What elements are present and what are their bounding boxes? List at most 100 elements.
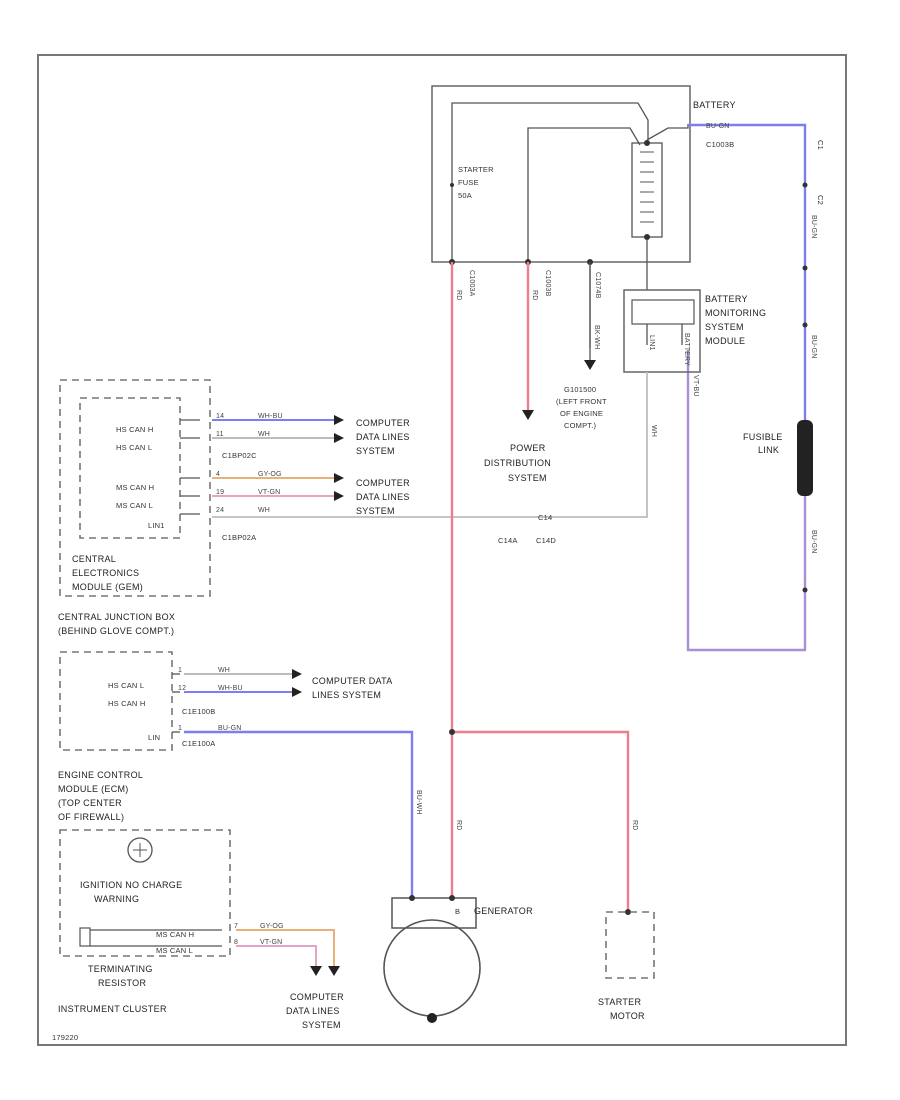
bms-label-4: MODULE (705, 336, 745, 346)
gem-pin-lin: LIN1 (148, 521, 165, 530)
side-c2: C2 (816, 195, 825, 205)
main-connector: C1003A (468, 270, 475, 297)
pcm-wire-1-code: WH (218, 667, 230, 674)
battery-output-wire (688, 123, 807, 420)
ground-label-2: (LEFT FRONT (556, 397, 607, 406)
pcm-connector-2: C1E100A (182, 739, 216, 748)
gem-wire-1-pin: 14 (216, 413, 224, 420)
ic-pin-ms-can-h: MS CAN H (156, 930, 194, 939)
pcm-wire-3-code: BU-GN (218, 725, 242, 732)
starter-label-1: STARTER (598, 997, 641, 1007)
pcm-label-4: OF FIREWALL) (58, 812, 124, 822)
gem-pin-ms-can-l: MS CAN L (116, 501, 153, 510)
gem-wire-1-code: WH-BU (258, 413, 283, 420)
warning-lamp-icon (127, 837, 153, 863)
fusible-wire-code-2: VT-BU (692, 375, 699, 397)
starter-fuse-label-1: STARTER (458, 165, 494, 174)
cjb-label-5: (BEHIND GLOVE COMPT.) (58, 626, 174, 636)
starter-label-2: MOTOR (610, 1011, 645, 1021)
ground-label-3: OF ENGINE (560, 409, 603, 418)
instrument-cluster: IGNITION NO CHARGE WARNING MS CAN H MS C… (59, 829, 231, 988)
gem-wire-3-code: GY-OG (258, 471, 282, 478)
pds-label-1: POWER (510, 443, 546, 453)
ic-pin-ms-can-l: MS CAN L (156, 946, 193, 955)
pds-arrow (522, 410, 534, 420)
gem-pin-ms-can-h: MS CAN H (116, 483, 154, 492)
bms-lin-wire (212, 372, 648, 518)
pcm-label-2: MODULE (ECM) (58, 784, 129, 794)
gem-wire-4-pin: 19 (216, 489, 224, 496)
ic-wire-2-pin: 8 (234, 939, 238, 946)
ground-wire-code: BK-WH (593, 325, 600, 349)
ground-label-1: G101500 (564, 385, 596, 394)
battery-label: BATTERY (693, 100, 736, 110)
gem-data-lines: 14 WH-BU 11 WH 4 GY-OG 19 VT-GN 24 WH C1… (180, 413, 344, 542)
starter-red-wire (452, 730, 630, 912)
starter-fuse-label-3: 50A (458, 191, 472, 200)
cdl-2c: SYSTEM (356, 506, 395, 516)
pds-label-3: SYSTEM (508, 473, 547, 483)
vertical-wire-code-1: BU-GN (810, 215, 817, 239)
gem-pin-hs-can-l: HS CAN L (116, 443, 152, 452)
battery-connector-label: C1003B (706, 140, 734, 149)
central-electronics-module: HS CAN H HS CAN L MS CAN H MS CAN L LIN1… (59, 379, 211, 597)
ic-wire-1-pin: 7 (234, 923, 238, 930)
ground-arrow (584, 360, 596, 370)
generator: B GENERATOR (383, 895, 533, 1023)
ic-ms-can-l-wire (236, 945, 317, 966)
vertical-wire-code-2: BU-GN (810, 335, 817, 359)
connector-c14d: C14D (536, 536, 556, 545)
ground-connector: C1074B (594, 272, 601, 299)
starter-wire-code: RD (631, 820, 638, 831)
gem-wire-5-code: WH (258, 507, 270, 514)
battery-wire-code: BU-GN (706, 123, 730, 130)
cjb-label-3: MODULE (GEM) (72, 582, 143, 592)
pcm-wire-2-code: WH-BU (218, 685, 243, 692)
fusible-link (797, 420, 813, 496)
pds-connector: C1003B (544, 270, 551, 297)
fusible-link-label-2: LINK (758, 445, 779, 455)
diagram-reference: 179220 (52, 1033, 78, 1042)
ground-label-4: COMPT.) (564, 421, 597, 430)
battery-cells (631, 142, 663, 238)
gem-pin-hs-can-h: HS CAN H (116, 425, 153, 434)
battery-monitoring-module: BATTERY MONITORING SYSTEM MODULE LIN1 BA… (623, 289, 766, 373)
diagram-frame (37, 54, 847, 1046)
bms-pin-lin: LIN1 (648, 335, 655, 351)
ic-wire-1-code: GY-OG (260, 923, 284, 930)
lin-wire-code: WH (650, 425, 657, 437)
generator-pin-b: B (455, 907, 460, 916)
ic-label-1: IGNITION NO CHARGE (80, 880, 182, 890)
cdl-1a: COMPUTER (356, 418, 410, 428)
pcm-pin-hs-can-l: HS CAN L (108, 681, 144, 690)
starter-fuse-label-2: FUSE (458, 178, 479, 187)
bms-label-1: BATTERY (705, 294, 748, 304)
ic-ms-can-h-wire (236, 929, 335, 966)
main-wire-code: RD (455, 290, 462, 301)
connector-c14a: C14A (498, 536, 518, 545)
fusible-wire-code-1: BU-GN (810, 530, 817, 554)
pcm-label-3: (TOP CENTER (58, 798, 122, 808)
cdl-3a: COMPUTER DATA (312, 676, 393, 686)
fusible-link-label-1: FUSIBLE (743, 432, 783, 442)
bms-label-2: MONITORING (705, 308, 766, 318)
gem-wire-2-pin: 11 (216, 431, 224, 438)
terminating-resistor (79, 927, 91, 947)
gem-wire-3-pin: 4 (216, 471, 220, 478)
gem-wire-2-code: WH (258, 431, 270, 438)
pcm-wire-1-pin: 1 (178, 667, 182, 674)
bms-pin-batt: BATTERY (683, 333, 690, 366)
cdl-4c: SYSTEM (302, 1020, 341, 1030)
cdl-1b: DATA LINES (356, 432, 410, 442)
pcm-pin-lin: LIN (148, 733, 160, 742)
ic-label-2: WARNING (94, 894, 139, 904)
engine-control-module: HS CAN L HS CAN H LIN 1 WH 12 WH-BU 1 BU… (59, 651, 302, 751)
ic-wire-2-code: VT-GN (260, 939, 282, 946)
pds-wire-code: RD (531, 290, 538, 301)
side-c1: C1 (816, 140, 825, 150)
cdl-2a: COMPUTER (356, 478, 410, 488)
cdl-3b: LINES SYSTEM (312, 690, 381, 700)
bms-label-3: SYSTEM (705, 322, 744, 332)
gem-connector-1: C1BP02C (222, 451, 257, 460)
ic-term-2: RESISTOR (98, 978, 146, 988)
